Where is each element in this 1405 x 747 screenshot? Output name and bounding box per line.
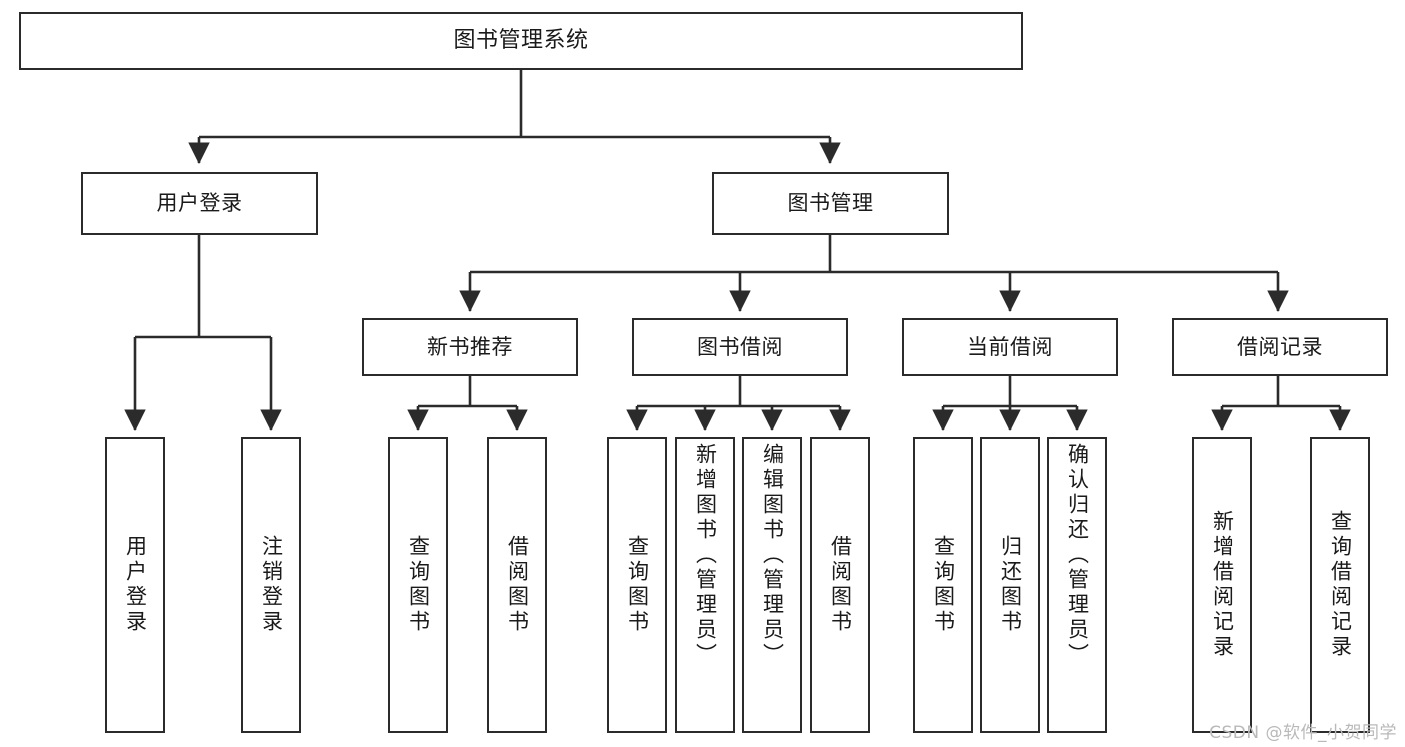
node-leaf-add-borrow-record[interactable]: 新增借阅记录	[1192, 437, 1252, 733]
csdn-watermark: CSDN @软件_小贺同学	[1209, 723, 1397, 743]
node-label: 新增图书（管理员）	[693, 443, 718, 668]
node-leaf-query-book-current[interactable]: 查询图书	[913, 437, 973, 733]
node-leaf-confirm-return[interactable]: 确认归还（管理员）	[1047, 437, 1107, 733]
node-label: 用户登录	[123, 535, 148, 635]
node-leaf-user-login[interactable]: 用户登录	[105, 437, 165, 733]
node-borrow-record[interactable]: 借阅记录	[1172, 318, 1388, 376]
node-current-borrow[interactable]: 当前借阅	[902, 318, 1118, 376]
node-leaf-query-book-borrow[interactable]: 查询图书	[607, 437, 667, 733]
node-label: 借阅图书	[505, 535, 530, 635]
node-leaf-borrow-book-recommend[interactable]: 借阅图书	[487, 437, 547, 733]
node-label: 图书管理	[787, 191, 874, 216]
node-leaf-return-book[interactable]: 归还图书	[980, 437, 1040, 733]
node-label: 新增借阅记录	[1210, 510, 1235, 660]
node-label: 查询图书	[406, 535, 431, 635]
node-label: 注销登录	[259, 535, 284, 635]
node-label: 查询图书	[931, 535, 956, 635]
node-leaf-query-borrow-record[interactable]: 查询借阅记录	[1310, 437, 1370, 733]
node-book-management[interactable]: 图书管理	[712, 172, 949, 235]
node-label: 用户登录	[156, 191, 243, 216]
node-label: 编辑图书（管理员）	[760, 443, 785, 668]
node-label: 新书推荐	[427, 334, 513, 359]
node-book-management-system[interactable]: 图书管理系统	[19, 12, 1023, 70]
node-leaf-edit-book[interactable]: 编辑图书（管理员）	[742, 437, 802, 733]
node-label: 确认归还（管理员）	[1065, 443, 1090, 668]
node-book-borrow[interactable]: 图书借阅	[632, 318, 848, 376]
node-user-login[interactable]: 用户登录	[81, 172, 318, 235]
node-leaf-borrow-book[interactable]: 借阅图书	[810, 437, 870, 733]
node-label: 查询借阅记录	[1328, 510, 1353, 660]
node-label: 借阅记录	[1237, 334, 1323, 359]
node-label: 归还图书	[998, 535, 1023, 635]
node-leaf-add-book[interactable]: 新增图书（管理员）	[675, 437, 735, 733]
node-leaf-query-book-recommend[interactable]: 查询图书	[388, 437, 448, 733]
node-label: 借阅图书	[828, 535, 853, 635]
node-label: 图书借阅	[697, 334, 783, 359]
node-leaf-logout-login[interactable]: 注销登录	[241, 437, 301, 733]
node-label: 当前借阅	[967, 334, 1053, 359]
node-label: 查询图书	[625, 535, 650, 635]
node-new-book-recommend[interactable]: 新书推荐	[362, 318, 578, 376]
node-label: 图书管理系统	[453, 28, 589, 54]
